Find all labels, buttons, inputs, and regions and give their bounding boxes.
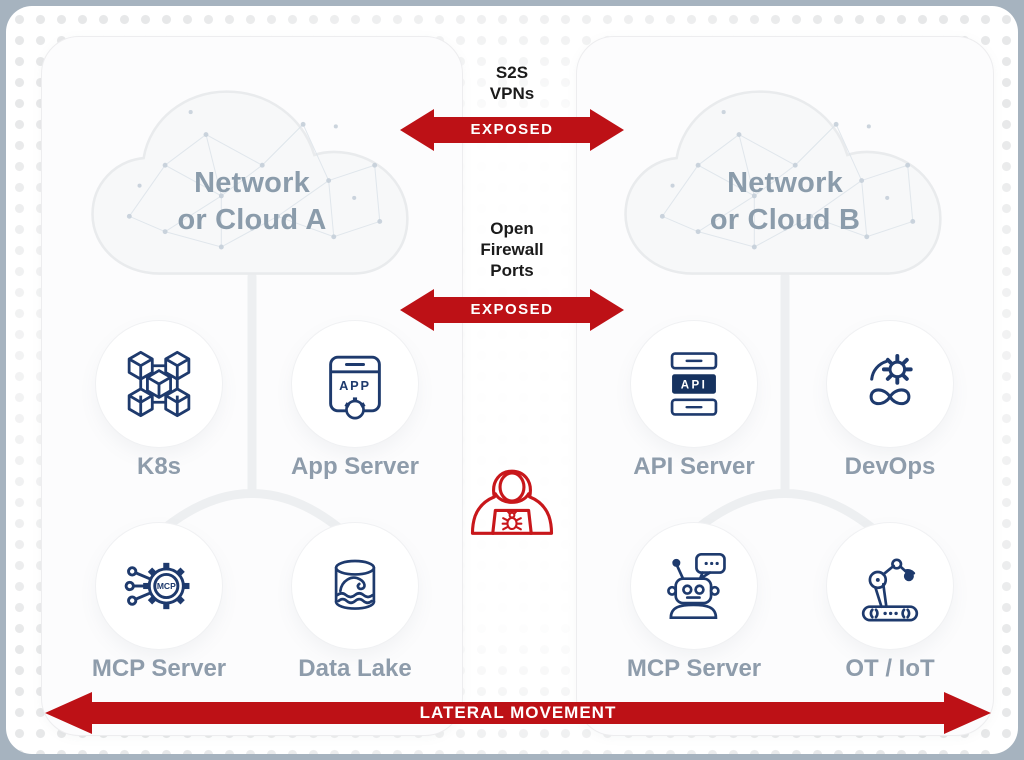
s2s-exposed-arrow: EXPOSED (398, 107, 626, 153)
data-lake-icon (334, 559, 376, 610)
app-server-icon: APP (329, 355, 381, 420)
mcp-gear-icon: MCP (124, 562, 190, 610)
firewall-exposed-arrow: EXPOSED (398, 287, 626, 333)
node-label: OT / IoT (845, 655, 935, 682)
node-app-server: APP (292, 321, 418, 447)
cloud-b-title: Network or Cloud B (709, 167, 861, 236)
node-mcp-server-a: MCP (96, 523, 222, 649)
node-data-lake (292, 523, 418, 649)
k8s-icon (127, 350, 191, 418)
svg-text:MCP: MCP (157, 581, 176, 591)
robot-icon (667, 552, 726, 620)
node-label: App Server (290, 453, 420, 480)
devops-icon (869, 354, 913, 406)
node-devops (827, 321, 953, 447)
network-a-panel: Network or Cloud A APP (41, 36, 463, 736)
cloud-b: Network or Cloud B (601, 63, 969, 305)
node-api-server: API (631, 321, 757, 447)
lateral-movement-arrow: LATERAL MOVEMENT (42, 689, 994, 737)
s2s-vpns-label: S2S VPNs (489, 63, 535, 103)
node-label: K8s (136, 453, 182, 480)
node-label: DevOps (844, 453, 936, 480)
node-label: MCP Server (91, 655, 227, 682)
exposed-badge: EXPOSED (470, 121, 554, 138)
cloud-a: Network or Cloud A (68, 63, 436, 305)
svg-text:API: API (681, 380, 708, 392)
node-mcp-server-b (631, 523, 757, 649)
open-firewall-ports-label: Open Firewall Ports (480, 219, 544, 280)
ot-iot-icon (861, 558, 919, 622)
node-ot-iot (827, 523, 953, 649)
hacker-with-laptop-bug-icon (470, 469, 554, 535)
node-label: Data Lake (298, 655, 412, 682)
exposed-badge: EXPOSED (470, 301, 554, 318)
hacker-threat (460, 448, 564, 556)
node-label: MCP Server (626, 655, 762, 682)
cloud-a-title: Network or Cloud A (177, 167, 327, 236)
network-b-panel: Network or Cloud B API (576, 36, 994, 736)
diagram-card: Network or Cloud A APP (6, 6, 1018, 754)
node-label: API Server (633, 453, 755, 480)
api-server-icon: API (670, 352, 718, 416)
lateral-movement-label: LATERAL MOVEMENT (419, 703, 617, 722)
svg-text:APP: APP (339, 378, 371, 393)
node-k8s (96, 321, 222, 447)
